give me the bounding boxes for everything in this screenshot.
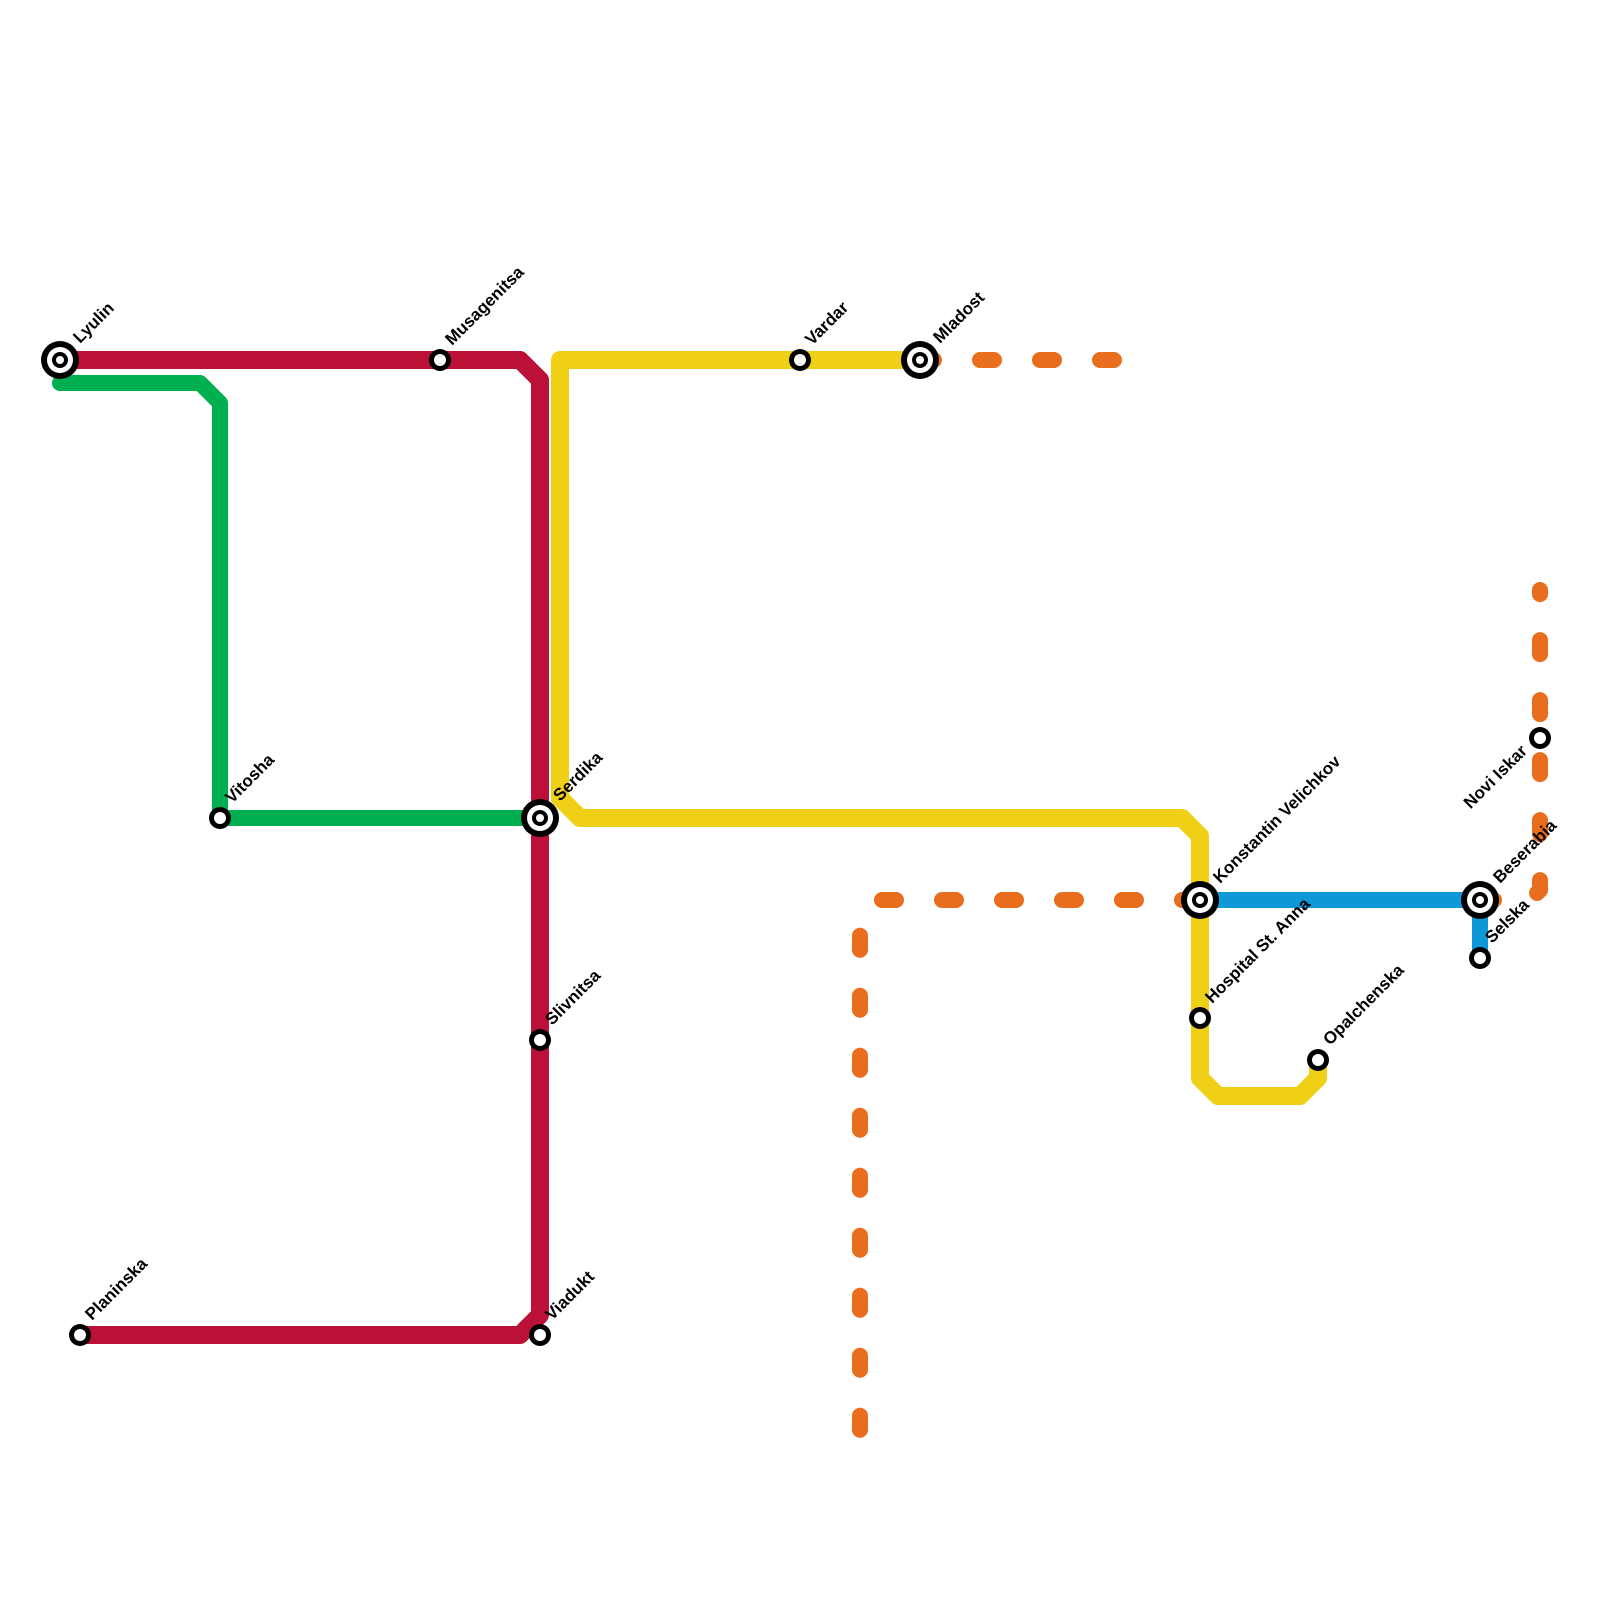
interchange-station-marker[interactable] bbox=[1181, 881, 1219, 919]
station-label: Musagenitsa bbox=[441, 262, 528, 349]
station-marker-ring bbox=[1476, 896, 1484, 904]
station-label: Lyulin bbox=[69, 298, 117, 346]
station-marker-ring bbox=[1534, 732, 1546, 744]
yellow-line bbox=[551, 351, 1327, 1105]
blue-line bbox=[1192, 892, 1488, 966]
station-marker[interactable] bbox=[69, 1324, 91, 1346]
interchange-station-marker[interactable] bbox=[1461, 881, 1499, 919]
station-marker[interactable] bbox=[1307, 1049, 1329, 1071]
station-marker[interactable] bbox=[529, 1324, 551, 1346]
station-marker[interactable] bbox=[1529, 727, 1551, 749]
station-opalchenska[interactable]: Opalchenska bbox=[1307, 960, 1408, 1071]
station-label: Viadukt bbox=[541, 1267, 598, 1324]
station-label: Mladost bbox=[929, 288, 988, 347]
station-marker-ring bbox=[1194, 1012, 1206, 1024]
red-line bbox=[51, 351, 549, 1344]
station-marker[interactable] bbox=[429, 349, 451, 371]
station-marker-ring bbox=[534, 1034, 546, 1046]
station-label: Opalchenska bbox=[1319, 960, 1408, 1049]
station-label: Konstantin Velichkov bbox=[1209, 751, 1344, 886]
station-marker-ring bbox=[536, 814, 544, 822]
station-label: Beserabia bbox=[1489, 816, 1560, 887]
station-label: Vitosha bbox=[221, 750, 278, 807]
station-label: Hospital St. Anna bbox=[1201, 894, 1314, 1007]
green-line bbox=[52, 375, 533, 826]
orange-line-segment-east bbox=[1472, 582, 1548, 908]
station-marker-ring bbox=[1312, 1054, 1324, 1066]
station-marker[interactable] bbox=[1189, 1007, 1211, 1029]
station-label: Vardar bbox=[801, 298, 852, 349]
station-marker-ring bbox=[1474, 952, 1486, 964]
station-marker[interactable] bbox=[529, 1029, 551, 1051]
station-marker[interactable] bbox=[1469, 947, 1491, 969]
interchange-station-marker[interactable] bbox=[521, 799, 559, 837]
station-marker-ring bbox=[434, 354, 446, 366]
interchange-station-marker[interactable] bbox=[41, 341, 79, 379]
station-marker-ring bbox=[534, 1329, 546, 1341]
station-marker-ring bbox=[794, 354, 806, 366]
station-marker-ring bbox=[214, 812, 226, 824]
orange-line-segment-south bbox=[852, 892, 1204, 1478]
station-marker-ring bbox=[74, 1329, 86, 1341]
station-label: Novi Iskar bbox=[1460, 741, 1531, 812]
station-marker-ring bbox=[1196, 896, 1204, 904]
station-marker[interactable] bbox=[789, 349, 811, 371]
station-marker-ring bbox=[56, 356, 64, 364]
station-label: Planinska bbox=[81, 1254, 151, 1324]
station-label: Slivnitsa bbox=[541, 966, 604, 1029]
orange-line bbox=[852, 352, 1548, 1478]
station-marker[interactable] bbox=[209, 807, 231, 829]
station-marker-ring bbox=[916, 356, 924, 364]
interchange-station-marker[interactable] bbox=[901, 341, 939, 379]
